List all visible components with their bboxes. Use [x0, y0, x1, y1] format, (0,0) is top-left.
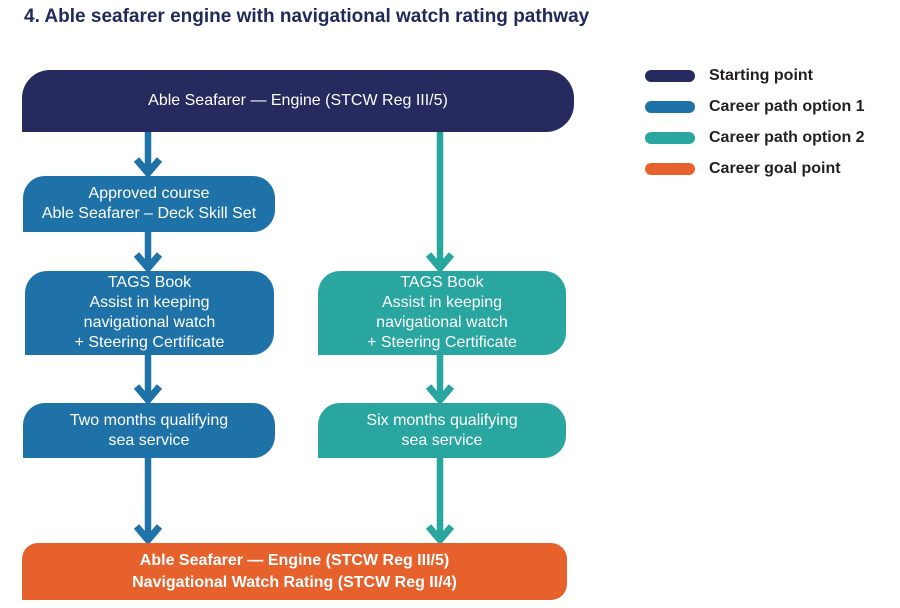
legend-label: Starting point	[709, 66, 813, 84]
node-career-goal: Able Seafarer — Engine (STCW Reg III/5) …	[22, 543, 567, 600]
node-tags-book-path2: TAGS Book Assist in keeping navigational…	[318, 271, 566, 355]
legend-item-career-goal: Career goal point	[645, 153, 865, 184]
node-six-months-sea-service: Six months qualifying sea service	[318, 403, 566, 458]
node-label-line: Assist in keeping	[381, 294, 503, 311]
arrow-path2-step0-to-step1	[425, 355, 455, 406]
legend-item-starting-point: Starting point	[645, 60, 865, 91]
node-label-line: navigational watch	[376, 314, 508, 331]
arrow-path1-step0-to-step1	[133, 232, 163, 274]
node-approved-course: Approved course Able Seafarer – Deck Ski…	[23, 176, 275, 232]
legend-swatch-starting-point	[645, 69, 695, 82]
node-label-line: TAGS Book	[107, 274, 192, 291]
node-label-line: Approved course	[88, 185, 210, 202]
node-starting-point: Able Seafarer — Engine (STCW Reg III/5)	[22, 70, 574, 132]
arrow-path1-step2-to-goal	[133, 458, 163, 546]
node-label-line: Able Seafarer – Deck Skill Set	[41, 205, 257, 222]
node-label: Able Seafarer — Engine (STCW Reg III/5)	[148, 92, 448, 109]
legend-item-career-path-1: Career path option 1	[645, 91, 865, 122]
legend-item-career-path-2: Career path option 2	[645, 122, 865, 153]
arrow-path2-step1-to-goal	[425, 458, 455, 546]
node-label-line: + Steering Certificate	[74, 334, 225, 351]
arrow-path1-step1-to-step2	[133, 355, 163, 406]
legend: Starting point Career path option 1 Care…	[645, 60, 865, 184]
node-label-line: + Steering Certificate	[367, 334, 517, 351]
arrow-start-to-path2-step0	[425, 132, 455, 274]
node-label-line: Six months qualifying	[366, 411, 518, 429]
legend-label: Career path option 1	[709, 97, 865, 115]
node-label-line: sea service	[108, 431, 190, 449]
node-label-line: Navigational Watch Rating (STCW Reg II/4…	[132, 573, 457, 591]
node-label-line: sea service	[401, 431, 483, 449]
node-label-line: Two months qualifying	[69, 411, 229, 429]
node-label-line: navigational watch	[83, 314, 216, 331]
legend-swatch-career-goal	[645, 162, 695, 175]
legend-label: Career goal point	[709, 159, 841, 177]
legend-swatch-career-path-2	[645, 131, 695, 144]
legend-swatch-career-path-1	[645, 100, 695, 113]
node-two-months-sea-service: Two months qualifying sea service	[23, 403, 275, 458]
node-label-line: Able Seafarer — Engine (STCW Reg III/5)	[139, 551, 450, 569]
page-title: 4. Able seafarer engine with navigationa…	[24, 6, 590, 27]
node-tags-book-path1: TAGS Book Assist in keeping navigational…	[25, 271, 274, 355]
node-label-line: Assist in keeping	[89, 294, 210, 311]
legend-label: Career path option 2	[709, 128, 865, 146]
arrow-start-to-path1-step0	[133, 132, 163, 179]
node-label-line: TAGS Book	[400, 274, 484, 291]
